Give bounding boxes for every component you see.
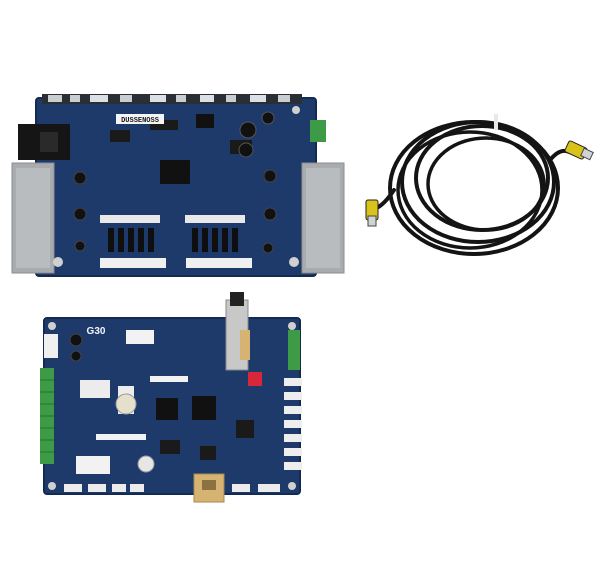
upper-green-terminal <box>310 120 326 142</box>
lower-right-connectors <box>284 378 302 470</box>
upper-top-connectors <box>42 94 302 104</box>
lower-right-terminal <box>288 330 300 370</box>
cable-plug-right <box>564 140 594 161</box>
ethernet-cable <box>370 120 576 256</box>
cable-tie <box>494 114 498 130</box>
upper-board: DUSSENOSS <box>11 94 345 277</box>
lower-board: G30 <box>40 292 302 503</box>
upper-board-label: DUSSENOSS <box>121 117 159 125</box>
cable-plug-left <box>365 199 379 227</box>
lower-board-label: G30 <box>87 326 106 337</box>
